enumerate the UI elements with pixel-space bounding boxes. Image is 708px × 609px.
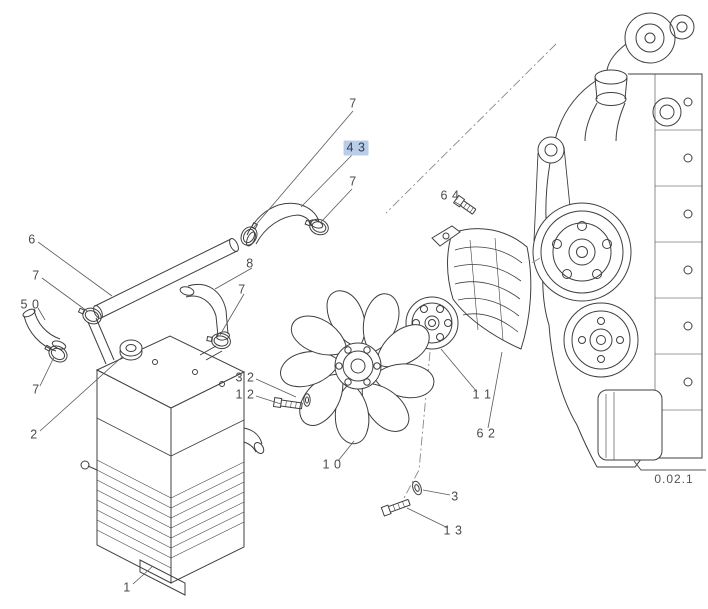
part-label-11[interactable]: 1 1	[472, 387, 492, 402]
washer-3-drawing	[412, 480, 422, 496]
part-label-7-a[interactable]: 7	[349, 96, 357, 111]
part-label-7-d[interactable]: 7	[238, 282, 246, 297]
part-label-3[interactable]: 3	[451, 489, 459, 504]
reference-label[interactable]: 0.02.1	[654, 472, 694, 486]
bolt-12-drawing	[272, 397, 303, 410]
part-label-7-e[interactable]: 7	[32, 382, 40, 397]
part-label-13[interactable]: 1 3	[443, 523, 463, 538]
hose-50-drawing	[22, 308, 67, 352]
washer-32-drawing	[303, 393, 311, 407]
part-label-2[interactable]: 2	[30, 427, 38, 442]
bolt-13-drawing	[380, 498, 411, 517]
part-label-8[interactable]: 8	[246, 256, 254, 271]
hose-6-drawing	[93, 238, 239, 319]
hose-8-drawing	[179, 284, 230, 341]
part-label-62[interactable]: 6 2	[476, 426, 496, 441]
part-label-6[interactable]: 6	[28, 232, 36, 247]
part-label-10[interactable]: 1 0	[322, 457, 342, 472]
radiator-drawing	[80, 317, 265, 596]
engine-drawing	[532, 12, 703, 468]
part-label-32[interactable]: 3 2	[235, 370, 255, 385]
part-label-43[interactable]: 4 3	[343, 140, 369, 156]
part-label-12[interactable]: 1 2	[235, 387, 255, 402]
part-label-7-c[interactable]: 7	[32, 268, 40, 283]
fan-shroud-drawing	[447, 228, 532, 350]
fan-hub	[334, 342, 382, 390]
part-label-50[interactable]: 5 0	[20, 297, 40, 312]
hose-clamps-drawing	[44, 218, 329, 363]
bolt-64-drawing	[452, 194, 477, 215]
shroud-bracket-drawing	[431, 225, 461, 247]
leader-lines	[37, 110, 503, 585]
fan-drawing	[278, 287, 440, 448]
reference-bracket	[633, 460, 706, 471]
part-label-64[interactable]: 6 4	[440, 188, 460, 203]
part-label-1[interactable]: 1	[123, 580, 131, 595]
part-label-7-b[interactable]: 7	[349, 174, 357, 189]
